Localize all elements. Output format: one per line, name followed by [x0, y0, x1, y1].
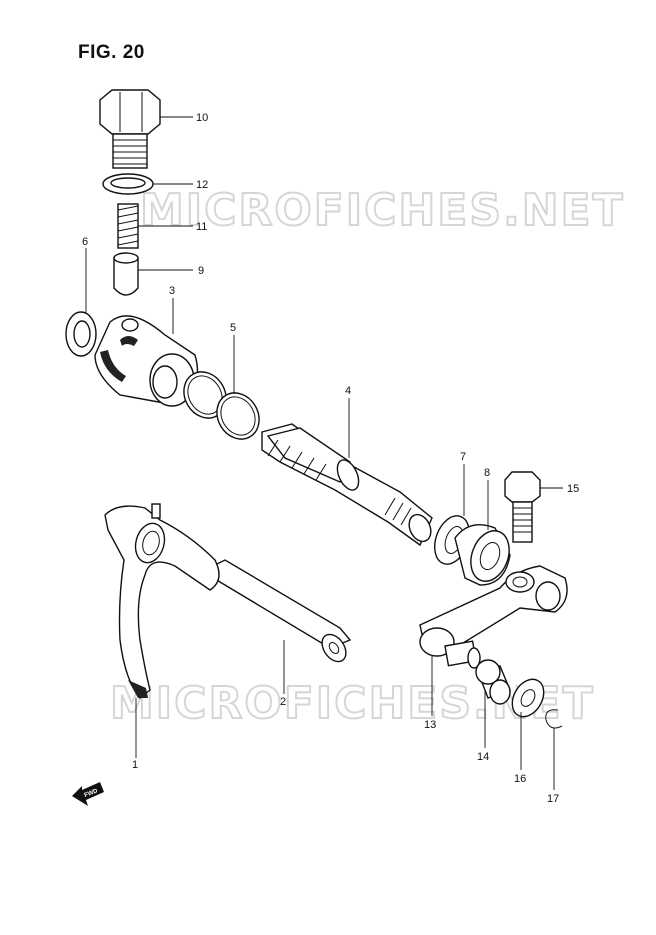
part-11-spring[interactable]: [117, 203, 139, 249]
callout-1: 1: [132, 759, 138, 771]
callout-3: 3: [169, 285, 175, 297]
fwd-arrow-icon: FWD: [72, 782, 104, 806]
part-17-circlip[interactable]: [545, 709, 563, 729]
callout-9: 9: [198, 265, 204, 277]
callout-7: 7: [460, 451, 466, 463]
part-16-washer[interactable]: [506, 674, 550, 723]
part-8-bushing[interactable]: [454, 524, 516, 587]
callout-16: 16: [514, 773, 526, 785]
callout-8: 8: [484, 467, 490, 479]
callout-4: 4: [345, 385, 351, 397]
part-1-shift-fork[interactable]: [104, 503, 220, 699]
figure-title: FIG. 20: [78, 42, 145, 63]
callout-12: 12: [196, 179, 208, 191]
callout-15: 15: [567, 483, 579, 495]
watermark-top: MICROFICHES.NET: [140, 185, 625, 236]
part-14-collar[interactable]: [475, 659, 511, 705]
part-6-washer[interactable]: [65, 311, 97, 357]
callout-2: 2: [280, 696, 286, 708]
part-12-washer[interactable]: [102, 173, 154, 195]
part-4-shaft[interactable]: [261, 423, 435, 547]
callout-6: 6: [82, 236, 88, 248]
part-3-cam[interactable]: [94, 315, 199, 407]
part-15-bolt[interactable]: [504, 471, 541, 543]
callout-13: 13: [424, 719, 436, 731]
part-10-hex-bolt[interactable]: [99, 89, 161, 169]
leader-lines: [85, 116, 563, 790]
callout-10: 10: [196, 112, 208, 124]
part-13-shift-arm[interactable]: [419, 565, 568, 669]
callout-14: 14: [477, 751, 489, 763]
part-9-pin[interactable]: [113, 252, 139, 296]
part-2-fork-shaft[interactable]: [203, 559, 352, 666]
fwd-label: FWD: [84, 788, 100, 799]
part-5-rings[interactable]: [176, 364, 268, 447]
callout-17: 17: [547, 793, 559, 805]
callout-5: 5: [230, 322, 236, 334]
callout-11: 11: [196, 221, 207, 233]
